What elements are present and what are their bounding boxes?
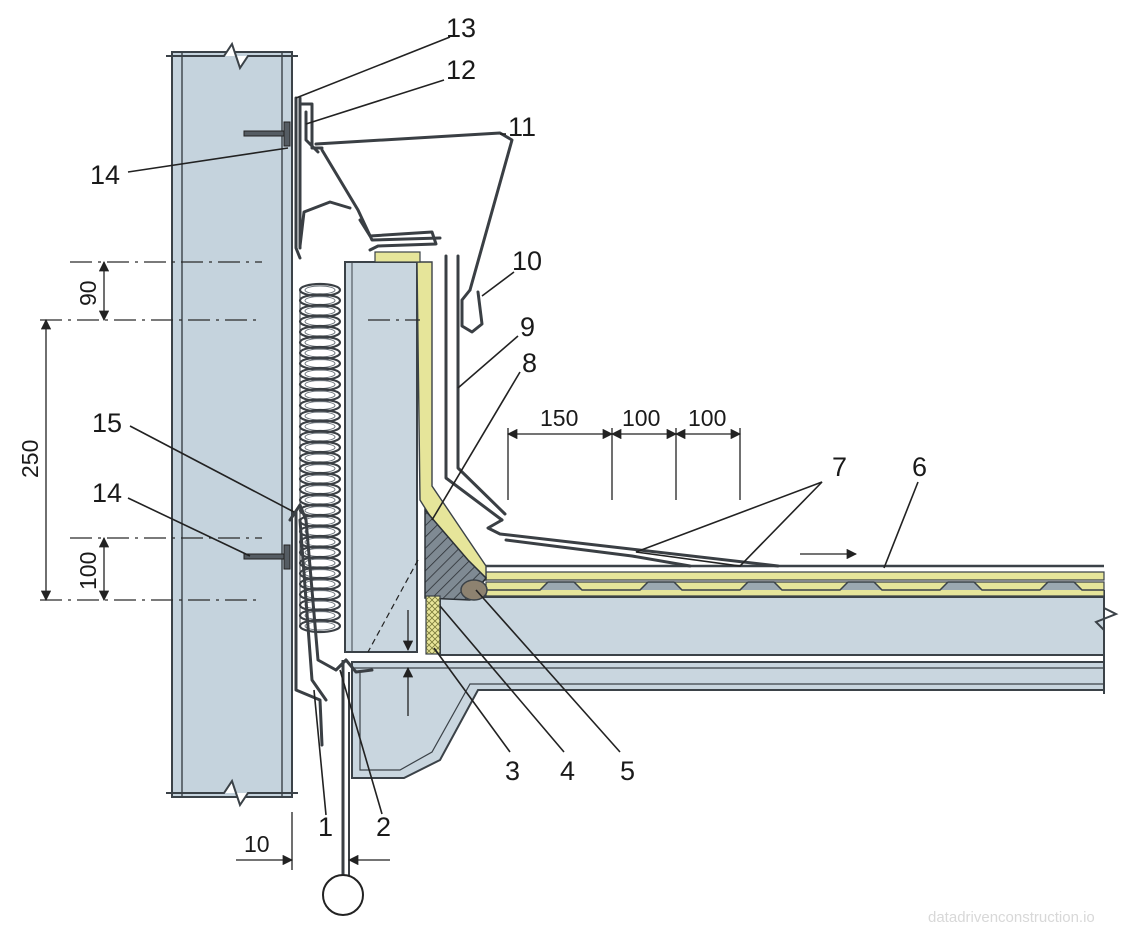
roof-slab — [351, 590, 1119, 779]
dimension-labels: 90 250 100 10 150 100 100 — [17, 280, 726, 857]
drain-ball — [322, 874, 364, 916]
axis-lines — [40, 261, 420, 601]
callout-10: 10 — [512, 246, 542, 276]
callout-4: 4 — [560, 756, 575, 786]
coil-loop-inner — [304, 401, 336, 410]
coil-loop-inner — [304, 516, 336, 526]
callout-11: 11 — [508, 112, 536, 142]
callout-5: 5 — [620, 756, 635, 786]
coil-loop-inner — [304, 432, 336, 442]
callout-15: 15 — [92, 408, 122, 438]
sealant-strip — [425, 595, 441, 655]
coil-loop-inner — [304, 453, 336, 463]
dim-150: 150 — [540, 405, 578, 431]
coil-loop-inner — [304, 306, 336, 316]
coil-loop-inner — [304, 579, 336, 589]
callout-12: 12 — [446, 55, 476, 85]
callout-13: 13 — [446, 13, 476, 43]
coil-loop-inner — [304, 348, 336, 358]
coil-loop-inner — [304, 369, 336, 379]
callout-9: 9 — [520, 312, 535, 342]
callout-14-top: 14 — [90, 160, 120, 190]
coil-loop-inner — [304, 443, 336, 452]
coil-loop-inner — [304, 359, 336, 368]
dim-100-vertical: 100 — [75, 552, 101, 590]
coil-loop-inner — [304, 464, 336, 473]
callout-3: 3 — [505, 756, 520, 786]
coil-loop-inner — [304, 527, 336, 536]
coil-loop-inner — [304, 327, 336, 337]
watermark: datadrivenconstruction.io — [928, 909, 1095, 926]
coil-loop-inner — [304, 611, 336, 620]
callout-2: 2 — [376, 812, 391, 842]
callout-8: 8 — [522, 348, 537, 378]
callout-14-bottom: 14 — [92, 478, 122, 508]
leader-lines — [127, 36, 919, 816]
coil-loop-inner — [304, 285, 336, 295]
dim-100-b: 100 — [688, 405, 726, 431]
dim-100-a: 100 — [622, 405, 660, 431]
coil-loop-inner — [304, 590, 336, 599]
dim-90: 90 — [75, 280, 101, 306]
coil-loop-inner — [304, 600, 336, 610]
coil-loop-inner — [304, 317, 336, 326]
coil-loop-inner — [304, 485, 336, 494]
callout-7: 7 — [832, 452, 847, 482]
spring-coil — [298, 282, 342, 634]
roof-insulation-layer — [485, 564, 1105, 597]
coil-loop-inner — [304, 390, 336, 400]
upstand-panel — [344, 251, 487, 653]
callout-6: 6 — [912, 452, 927, 482]
coil-loop-inner — [304, 411, 336, 421]
coil-loop-inner — [304, 506, 336, 515]
dim-10: 10 — [244, 831, 270, 857]
coil-loop-inner — [304, 422, 336, 431]
coil-loop-inner — [304, 338, 336, 347]
callout-1: 1 — [318, 812, 333, 842]
coil-loop-inner — [304, 474, 336, 484]
coil-loop-inner — [304, 296, 336, 305]
callout-labels: 1 2 3 4 5 6 7 8 9 10 11 12 13 14 14 15 — [90, 13, 927, 842]
concrete-wall — [166, 41, 298, 808]
dimension-lines — [40, 260, 858, 870]
coil-loop-inner — [304, 621, 336, 631]
fastener-screws — [243, 121, 291, 570]
coil-loop-inner — [304, 380, 336, 389]
steel-flashing — [288, 96, 780, 878]
dim-250: 250 — [17, 440, 43, 478]
coil-loop-inner — [304, 495, 336, 505]
